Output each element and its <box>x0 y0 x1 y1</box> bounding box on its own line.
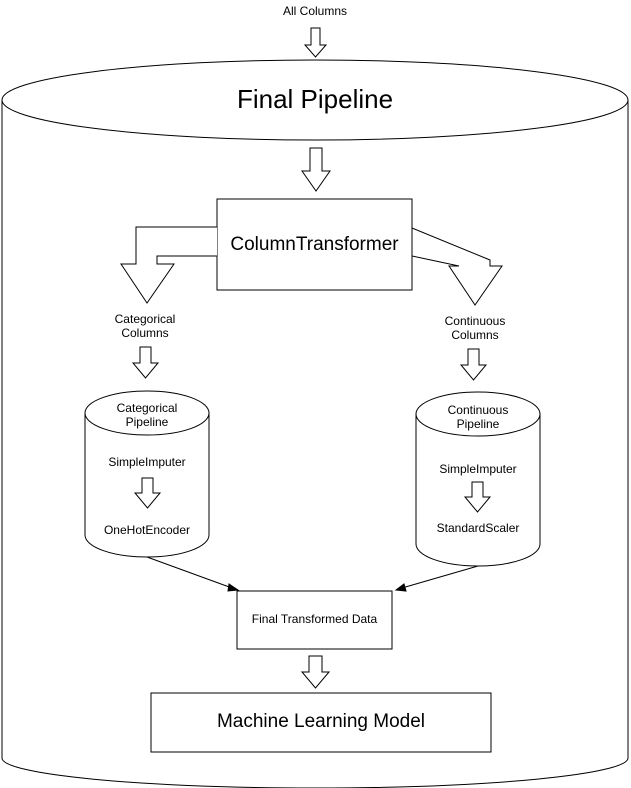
continuous-to-data-head <box>394 583 407 592</box>
categorical-pipeline-title: Categorical Pipeline <box>116 401 178 430</box>
categorical-step-simpleimputer: SimpleImputer <box>108 455 186 469</box>
continuous-step-arrow <box>463 481 492 513</box>
model-box <box>150 692 492 753</box>
continuous-columns-label: Continuous Columns <box>444 314 506 343</box>
pipeline-title: Final Pipeline <box>236 84 394 114</box>
categorical-split-arrow <box>120 226 217 304</box>
continuous-step-standardscaler: StandardScaler <box>436 521 520 535</box>
column-transformer-label: ColumnTransformer <box>230 234 399 255</box>
categorical-step-arrow <box>133 477 162 509</box>
categorical-to-data-head <box>227 583 240 592</box>
continuous-cylinder-top <box>415 391 541 437</box>
categorical-down-arrow <box>131 346 160 379</box>
into-transformer-arrow <box>301 147 331 192</box>
categorical-columns-label: Categorical Columns <box>114 312 176 341</box>
transformed-data-label: Final Transformed Data <box>251 612 378 626</box>
input-label: All Columns <box>282 4 348 18</box>
continuous-pipeline-title: Continuous Pipeline <box>447 403 509 432</box>
categorical-step-onehotencoder: OneHotEncoder <box>103 523 191 537</box>
input-arrow <box>303 27 328 58</box>
continuous-to-data-line <box>401 565 479 589</box>
categorical-cylinder-top <box>84 390 210 436</box>
continuous-down-arrow <box>459 348 488 381</box>
model-label: Machine Learning Model <box>216 711 426 732</box>
transformed-data-box <box>236 590 393 650</box>
outer-cylinder-top <box>1 59 629 141</box>
continuous-step-simpleimputer: SimpleImputer <box>439 462 517 476</box>
categorical-to-data-line <box>146 556 233 589</box>
to-model-arrow <box>300 655 331 689</box>
continuous-split-arrow <box>411 227 503 306</box>
